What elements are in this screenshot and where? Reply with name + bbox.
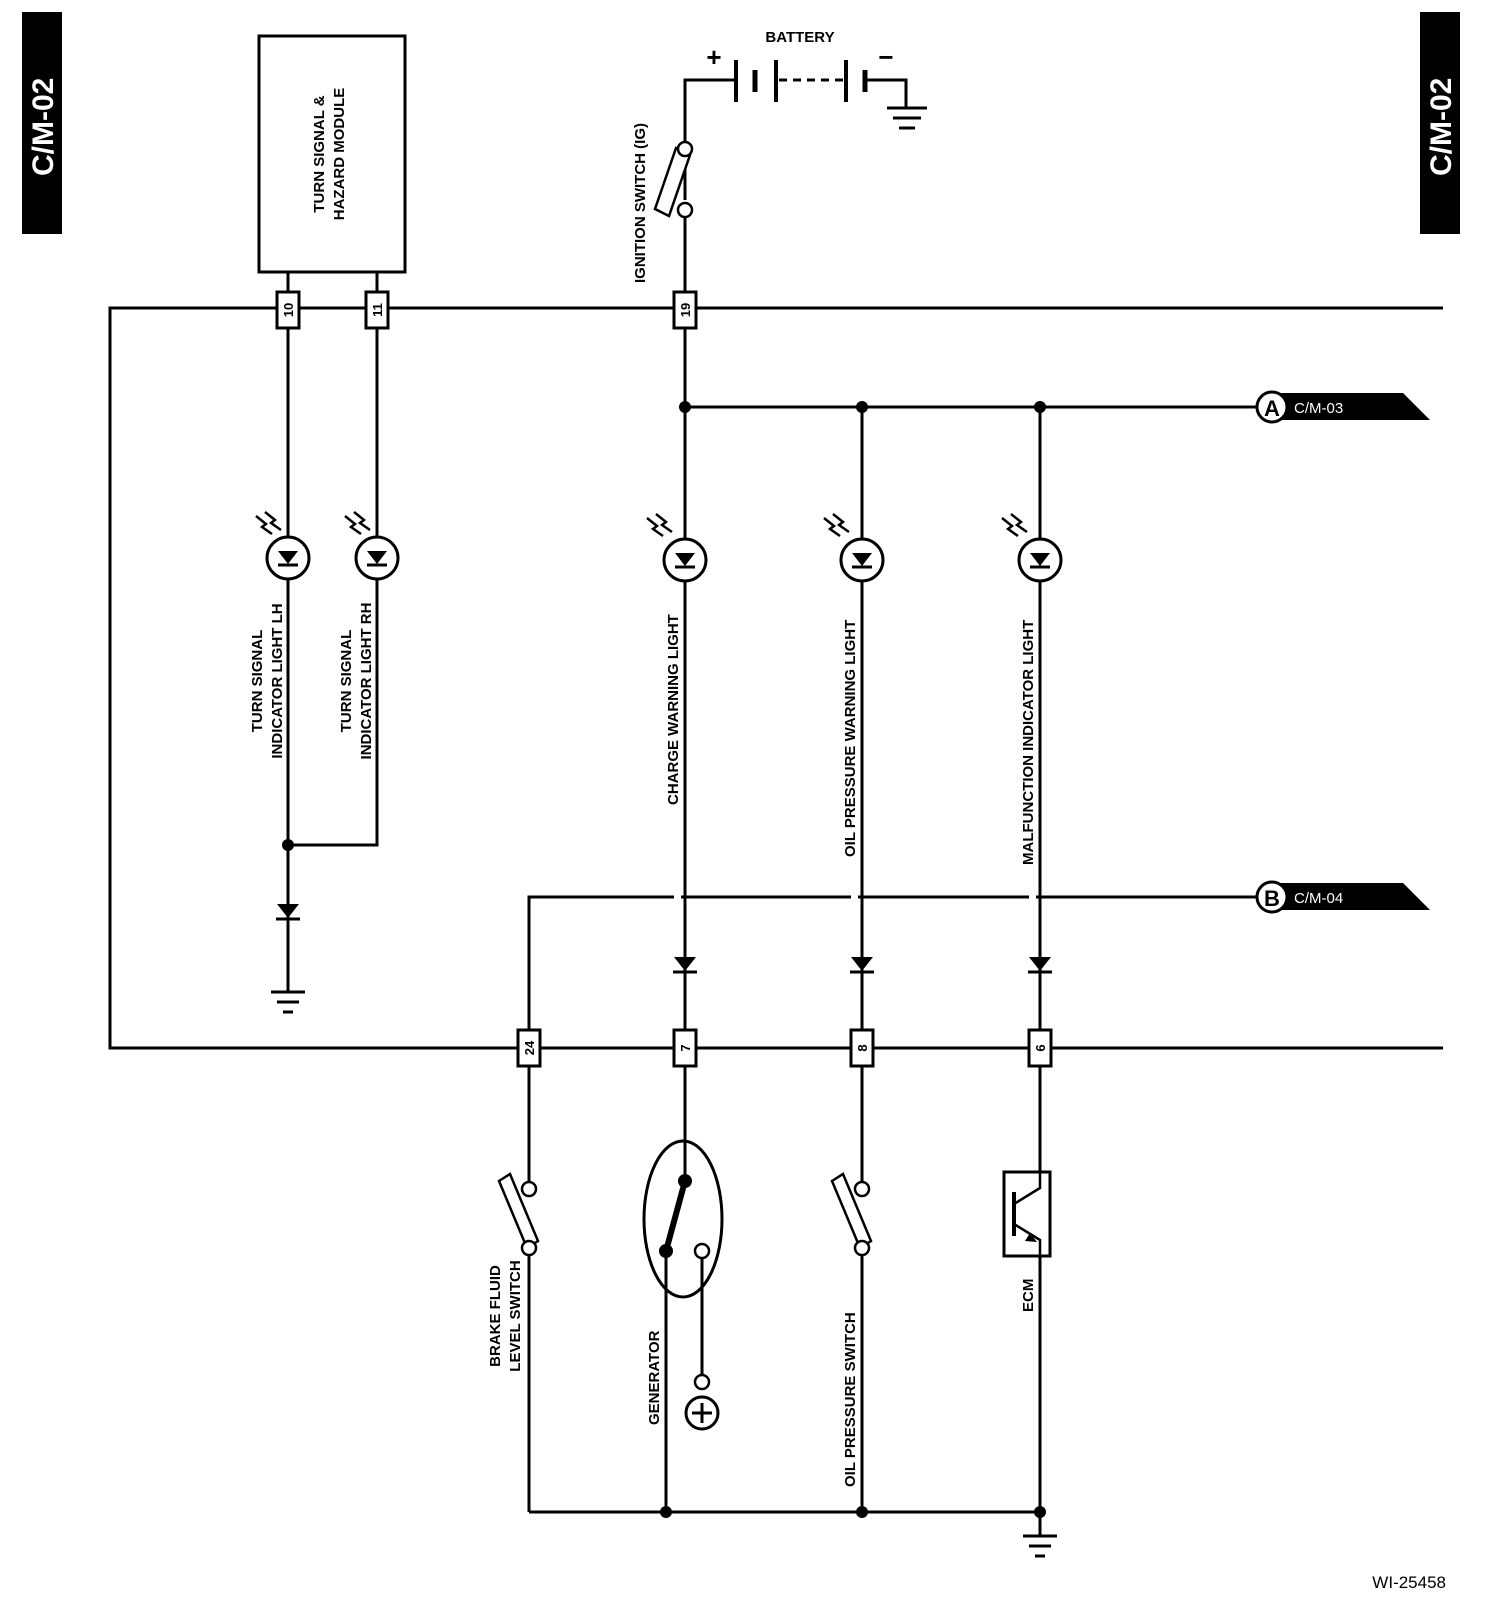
- oil-pressure-switch: OIL PRESSURE SWITCH: [830, 1066, 873, 1512]
- charge-warning-light: CHARGE WARNING LIGHT: [646, 407, 708, 1030]
- pin-8: 8: [849, 1028, 875, 1068]
- turn-rh-label-line1: TURN SIGNAL: [338, 630, 355, 733]
- pin-8-label: 8: [855, 1044, 870, 1051]
- bus-a: [679, 328, 1257, 413]
- mil-label: MALFUNCTION INDICATOR LIGHT: [1020, 620, 1037, 865]
- pin-24-label: 24: [522, 1040, 537, 1055]
- pin-6: 6: [1027, 1028, 1053, 1068]
- oil-pressure-warning-light: OIL PRESSURE WARNING LIGHT: [823, 407, 885, 1030]
- pin-7: 7: [672, 1028, 698, 1068]
- module-label-line1: TURN SIGNAL &: [311, 95, 328, 212]
- turn-lh-label-line1: TURN SIGNAL: [249, 630, 266, 733]
- page-tab-left: C/M-02: [22, 12, 62, 234]
- turn-ground-icon: [271, 990, 305, 1014]
- turn-signal-ground-path: [271, 839, 305, 1014]
- turn-signal-indicator-lh: TURN SIGNAL INDICATOR LIGHT LH: [249, 328, 311, 845]
- connector-a-ref: C/M-03: [1294, 400, 1343, 417]
- pin-19-label: 19: [678, 303, 693, 317]
- oil-bulb-icon: [823, 513, 885, 583]
- oil-light-label: OIL PRESSURE WARNING LIGHT: [842, 620, 859, 857]
- ecm: ECM: [1002, 1066, 1052, 1512]
- mil-diode-icon: [1028, 957, 1052, 974]
- connector-a-letter: A: [1264, 396, 1280, 421]
- battery-plus-sign: +: [706, 42, 721, 72]
- mil-bulb-icon: [1001, 513, 1063, 583]
- brake-switch-label-line1: BRAKE FLUID: [487, 1265, 504, 1367]
- brake-fluid-level-switch: BRAKE FLUID LEVEL SWITCH: [487, 1066, 540, 1512]
- ignition-switch: IGNITION SWITCH (IG): [632, 123, 694, 294]
- bottom-connector-pins: 24 7 8 6: [516, 1028, 1053, 1068]
- page-tab-right-text: C/M-02: [1425, 78, 1458, 176]
- oil-diode-icon: [850, 957, 874, 974]
- battery: BATTERY + −: [683, 29, 927, 144]
- pin-11-label: 11: [370, 303, 385, 317]
- connector-b: B C/M-04: [1255, 880, 1430, 914]
- top-connector-pins: 10 11 19: [275, 290, 698, 330]
- turn-diode-icon: [276, 904, 300, 921]
- turn-rh-bulb-icon: [344, 511, 400, 581]
- turn-lh-label-line2: INDICATOR LIGHT LH: [269, 603, 286, 758]
- module-label-line2: HAZARD MODULE: [331, 88, 348, 221]
- turn-rh-label-line2: INDICATOR LIGHT RH: [358, 603, 375, 760]
- turn-lh-bulb-icon: [255, 511, 311, 581]
- pin-10-label: 10: [281, 303, 296, 317]
- brake-switch-label-line2: LEVEL SWITCH: [507, 1260, 524, 1371]
- connector-b-ref: C/M-04: [1294, 890, 1343, 907]
- bus-b: [527, 895, 1257, 1030]
- pin-7-label: 7: [678, 1044, 693, 1051]
- generator-positive-terminal-icon: [684, 1395, 720, 1431]
- battery-ground-icon: [887, 106, 927, 130]
- oil-switch-label: OIL PRESSURE SWITCH: [842, 1312, 859, 1487]
- pin-19: 19: [672, 290, 698, 330]
- main-ground-icon: [1023, 1534, 1057, 1558]
- generator: GENERATOR: [642, 1066, 724, 1512]
- figure-id: WI-25458: [1372, 1573, 1446, 1592]
- pin-6-label: 6: [1033, 1044, 1048, 1051]
- pin-10: 10: [275, 290, 301, 330]
- combination-meter-outline: [108, 306, 1443, 1050]
- battery-minus-sign: −: [878, 42, 893, 72]
- turn-signal-indicator-rh: TURN SIGNAL INDICATOR LIGHT RH: [288, 328, 400, 847]
- battery-label: BATTERY: [765, 29, 834, 46]
- charge-diode-icon: [673, 957, 697, 974]
- connector-a: A C/M-03: [1255, 390, 1430, 424]
- charge-light-label: CHARGE WARNING LIGHT: [665, 614, 682, 805]
- ecm-label: ECM: [1020, 1279, 1037, 1312]
- generator-label: GENERATOR: [646, 1330, 663, 1425]
- bottom-ground-bus: [529, 1506, 1057, 1558]
- ecm-transistor-icon: [1012, 1172, 1042, 1256]
- ignition-switch-label: IGNITION SWITCH (IG): [632, 123, 649, 283]
- turn-signal-hazard-module: TURN SIGNAL & HAZARD MODULE: [257, 34, 407, 294]
- charge-bulb-icon: [646, 513, 708, 583]
- page-tab-right: C/M-02: [1420, 12, 1460, 234]
- page-tab-left-text: C/M-02: [27, 78, 60, 176]
- malfunction-indicator-light: MALFUNCTION INDICATOR LIGHT: [1001, 407, 1063, 1030]
- connector-b-letter: B: [1264, 886, 1280, 911]
- pin-24: 24: [516, 1028, 542, 1068]
- pin-11: 11: [364, 290, 390, 330]
